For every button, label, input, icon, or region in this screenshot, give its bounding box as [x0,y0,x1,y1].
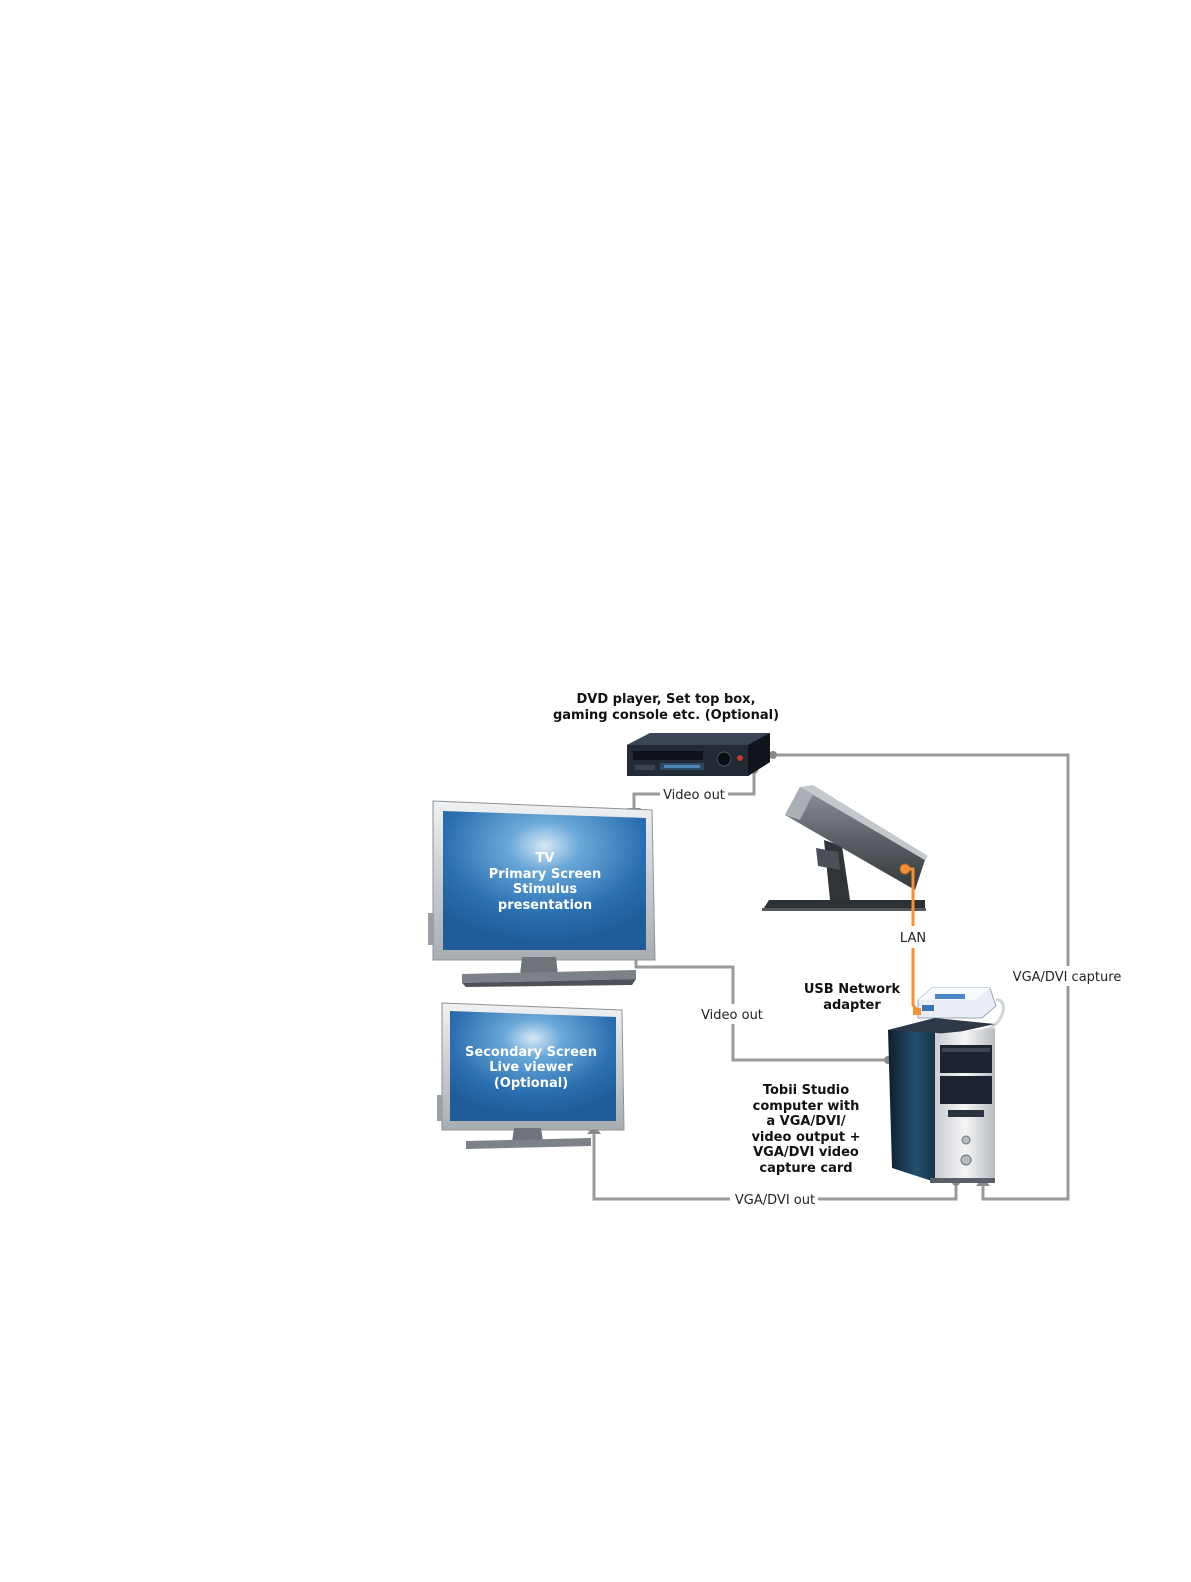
computer-label-line: computer with [753,1099,860,1114]
video-out-label-mid: Video out [701,1008,763,1023]
computer-label-line: Tobii Studio [763,1083,849,1098]
computer-label-line: capture card [759,1161,852,1176]
usb-label-line: USB Network [804,982,901,997]
secondary-label-line: Secondary Screen [465,1045,597,1060]
computer-tower [888,1018,995,1183]
lan-label: LAN [900,931,926,946]
computer-label: Tobii Studio computer with a VGA/DVI/ vi… [751,1083,860,1176]
tv-label-line: Stimulus [513,882,578,897]
tv-label-line: presentation [498,898,592,913]
tv-label-line: Primary Screen [489,867,602,882]
video-out-label-top: Video out [663,788,725,803]
eye-tracker [762,785,928,911]
computer-label-line: VGA/DVI video [753,1145,859,1160]
computer-label-line: video output + [751,1130,860,1145]
usb-adapter-label: USB Network adapter [804,982,901,1013]
tv-label-line: TV [536,851,555,866]
vga-dvi-out-label: VGA/DVI out [735,1193,815,1208]
usb-label-line: adapter [823,998,881,1013]
dvd-player [627,733,770,776]
secondary-label-line: (Optional) [494,1076,568,1091]
dvd-title: DVD player, Set top box, gaming console … [553,692,779,723]
vga-dvi-capture-label: VGA/DVI capture [1013,970,1122,985]
dvd-title-line2: gaming console etc. (Optional) [553,708,779,723]
dvd-title-line1: DVD player, Set top box, [576,692,755,707]
computer-label-line: a VGA/DVI/ [766,1114,846,1129]
secondary-label-line: Live viewer [489,1060,573,1075]
